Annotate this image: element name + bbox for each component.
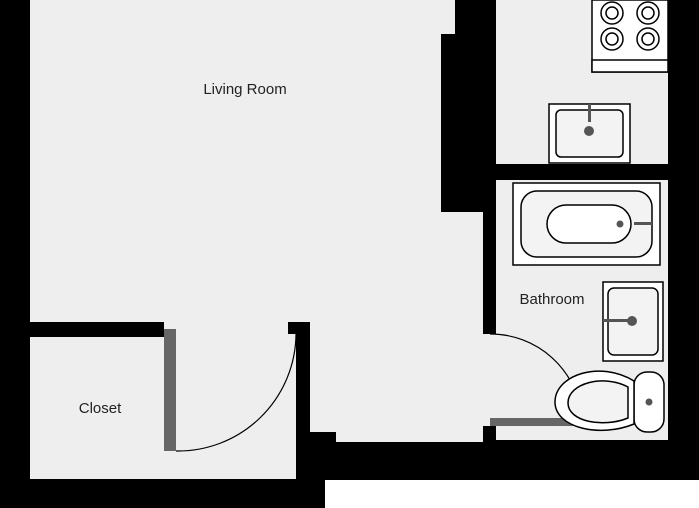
- stove-icon: [591, 0, 669, 73]
- closet-door-swing: [175, 333, 297, 452]
- living-room-wall-bottom: [310, 442, 668, 480]
- bathroom-door-leaf: [490, 418, 586, 426]
- partition-wall-cap: [441, 34, 455, 42]
- closet-wall-top: [30, 322, 164, 337]
- room-label-living-room: Living Room: [203, 81, 286, 98]
- living-room-floor-right: [441, 0, 455, 38]
- bathroom-wall-left: [483, 180, 496, 334]
- room-label-closet: Closet: [79, 400, 122, 417]
- kitchen-sink-icon: [548, 103, 631, 164]
- toilet-icon: [554, 370, 665, 433]
- bathroom-sink-icon: [602, 281, 664, 362]
- room-label-bathroom: Bathroom: [519, 291, 584, 308]
- outer-wall-bottom-left: [0, 480, 325, 508]
- living-room-floor-lower: [310, 212, 483, 442]
- bathroom-floor-entry: [483, 334, 496, 440]
- kitchen-wall-lower: [496, 164, 699, 180]
- closet-floor: [30, 337, 164, 479]
- bathroom-door-jamb: [483, 426, 496, 442]
- closet-floor-right: [164, 337, 296, 479]
- closet-wall-jamb: [288, 322, 310, 334]
- bathtub-icon: [512, 182, 661, 266]
- closet-door-leaf: [164, 329, 176, 451]
- bathroom-wall-right: [668, 0, 699, 480]
